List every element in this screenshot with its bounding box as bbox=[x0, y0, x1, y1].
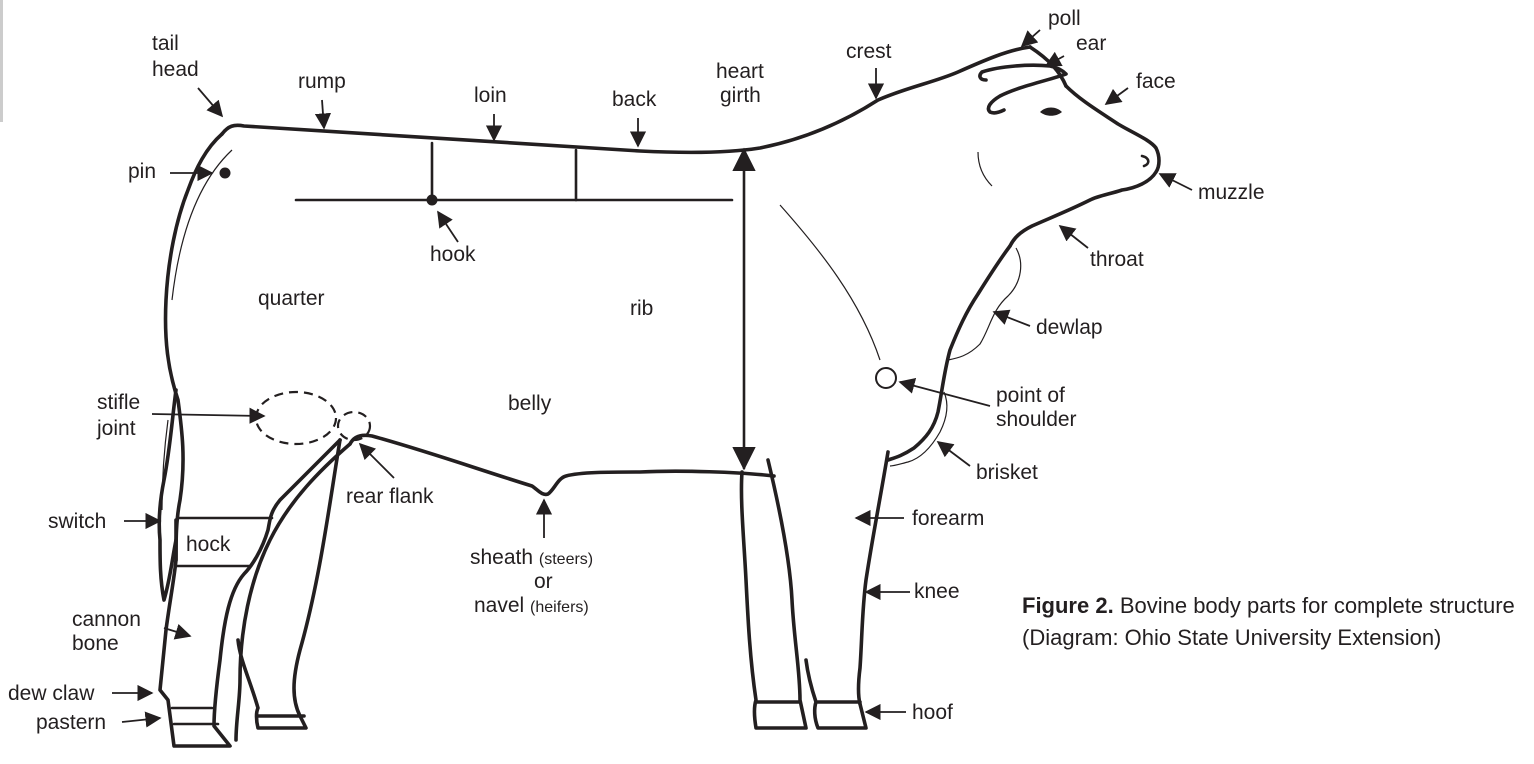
topline bbox=[220, 45, 1032, 155]
page-edge-tab bbox=[0, 0, 3, 122]
caption-prefix: Figure 2. bbox=[1022, 593, 1114, 618]
label-pastern: pastern bbox=[36, 711, 106, 734]
belly-line bbox=[348, 433, 776, 497]
nostril bbox=[1140, 154, 1150, 168]
front-outline bbox=[886, 244, 1012, 462]
tail-inner bbox=[161, 419, 169, 511]
front-leg-far bbox=[739, 458, 808, 730]
label-navel: navel (heifers) bbox=[474, 594, 589, 617]
label-switch: switch bbox=[48, 510, 106, 533]
label-arrows bbox=[112, 29, 1193, 728]
brisket-line bbox=[889, 391, 948, 467]
label-point-of-shoulder-2: shoulder bbox=[996, 408, 1077, 431]
label-ear: ear bbox=[1076, 32, 1106, 55]
label-sheath-note: (steers) bbox=[539, 551, 593, 568]
label-crest: crest bbox=[846, 40, 892, 63]
loin-dividers bbox=[430, 141, 578, 202]
rear-leg-near bbox=[158, 438, 342, 748]
pastern-lines bbox=[170, 706, 220, 726]
rear-outline bbox=[163, 132, 224, 562]
label-face: face bbox=[1136, 70, 1176, 93]
label-belly: belly bbox=[508, 392, 552, 415]
label-hock: hock bbox=[186, 533, 231, 556]
label-point-of-shoulder: point of bbox=[996, 384, 1065, 407]
label-rear-flank: rear flank bbox=[346, 485, 434, 508]
label-sheath-word: sheath bbox=[470, 546, 533, 569]
front-hoof-near bbox=[804, 658, 868, 730]
hook-dot bbox=[426, 194, 438, 206]
front-leg-near bbox=[856, 450, 890, 706]
label-hook: hook bbox=[430, 243, 476, 266]
label-tail-head-2: head bbox=[152, 58, 199, 81]
label-navel-note: (heifers) bbox=[530, 599, 589, 616]
rear-leg-far bbox=[234, 438, 352, 742]
stifle-oval bbox=[254, 390, 338, 446]
label-back: back bbox=[612, 88, 657, 111]
point-of-shoulder-circle bbox=[875, 367, 897, 389]
label-hoof: hoof bbox=[912, 701, 953, 724]
label-throat: throat bbox=[1090, 248, 1144, 271]
tail bbox=[157, 388, 178, 602]
part-labels: tail head rump loin back heart girth cre… bbox=[8, 7, 1265, 734]
label-heart-girth-2: girth bbox=[720, 84, 761, 107]
label-poll: poll bbox=[1048, 7, 1081, 30]
label-heart-girth: heart bbox=[716, 60, 764, 83]
dewlap-line bbox=[947, 247, 1022, 361]
label-rump: rump bbox=[298, 70, 346, 93]
rear-flank-oval bbox=[336, 410, 372, 442]
cheek-line bbox=[977, 151, 993, 187]
label-forearm: forearm bbox=[912, 507, 984, 530]
label-navel-word: navel bbox=[474, 594, 524, 617]
label-cannon-bone: cannon bbox=[72, 608, 141, 631]
label-quarter: quarter bbox=[258, 287, 325, 310]
caption-text: Bovine body parts for complete structure… bbox=[1022, 593, 1515, 650]
label-loin: loin bbox=[474, 84, 507, 107]
label-dew-claw: dew claw bbox=[8, 682, 95, 705]
label-pin: pin bbox=[128, 160, 156, 183]
pin-curve bbox=[171, 149, 233, 301]
shoulder-line bbox=[779, 204, 881, 361]
eye bbox=[1040, 107, 1062, 116]
label-tail-head: tail bbox=[152, 32, 179, 55]
label-stifle-joint-2: joint bbox=[96, 417, 136, 440]
label-brisket: brisket bbox=[976, 461, 1038, 484]
label-sheath: sheath (steers) bbox=[470, 546, 593, 569]
label-muzzle: muzzle bbox=[1198, 181, 1265, 204]
pin-dot bbox=[219, 167, 231, 179]
cow-outline bbox=[157, 45, 1161, 748]
figure-caption: Figure 2. Bovine body parts for complete… bbox=[1022, 590, 1527, 654]
label-or: or bbox=[534, 570, 553, 593]
label-stifle-joint: stifle bbox=[97, 391, 140, 414]
label-knee: knee bbox=[914, 580, 960, 603]
label-cannon-bone-2: bone bbox=[72, 632, 119, 655]
label-dewlap: dewlap bbox=[1036, 316, 1103, 339]
label-rib: rib bbox=[630, 297, 653, 320]
face-outline bbox=[1008, 84, 1161, 248]
